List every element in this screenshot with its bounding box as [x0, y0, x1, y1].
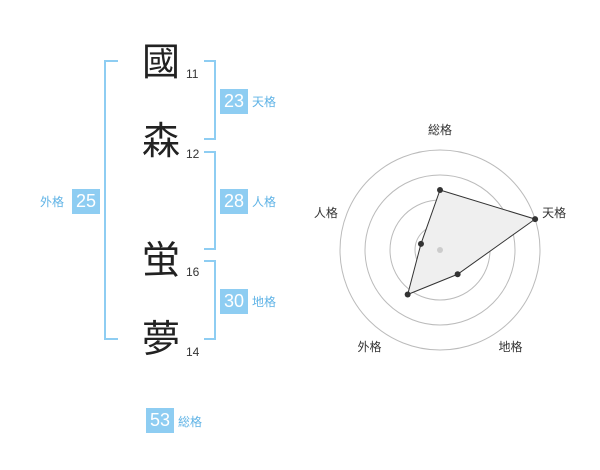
stroke-count-2: 12 [186, 147, 200, 161]
stroke-count-1: 11 [186, 67, 199, 81]
tenkaku-value-badge: 23 [220, 89, 248, 114]
radar-point-2 [532, 216, 539, 223]
radar-point-1 [437, 187, 443, 193]
tenkaku-label: 天格 [252, 95, 277, 109]
chikaku-label: 地格 [252, 295, 277, 309]
radar-center-dot [437, 247, 443, 253]
radar-axis-label-2: 天格 [542, 205, 566, 220]
radar-area [406, 189, 537, 296]
tenkaku-bracket [204, 60, 216, 140]
name-char-4: 夢 [142, 317, 181, 361]
jinkaku-value-badge: 28 [220, 189, 248, 214]
stroke-count-4: 14 [186, 345, 200, 359]
name-char-2: 森 [142, 119, 181, 163]
soukaku-value-badge: 53 [146, 408, 174, 433]
radar-axis-label-4: 外格 [357, 339, 381, 354]
name-char-1: 國 [142, 40, 181, 84]
gaikaku-label: 外格 [40, 195, 65, 209]
stroke-count-3: 16 [186, 265, 200, 279]
radar-axis-label-5: 人格 [314, 205, 338, 220]
jinkaku-bracket [204, 151, 216, 250]
radar-point-3 [454, 271, 461, 278]
gaikaku-bracket [104, 60, 118, 340]
name-char-3: 蛍 [142, 238, 181, 282]
chikaku-bracket [204, 260, 216, 340]
chikaku-value-badge: 30 [220, 289, 248, 314]
radar-ring-4 [339, 149, 541, 351]
soukaku-label: 総格 [178, 415, 203, 429]
radar-point-5 [417, 240, 424, 247]
gaikaku-value-badge: 25 [72, 189, 100, 214]
radar-axis-label-3: 地格 [499, 339, 523, 354]
jinkaku-label: 人格 [252, 195, 277, 209]
radar-point-4 [404, 291, 411, 298]
radar-ring-3 [364, 174, 516, 326]
radar-axis-label-1: 総格 [428, 122, 452, 137]
